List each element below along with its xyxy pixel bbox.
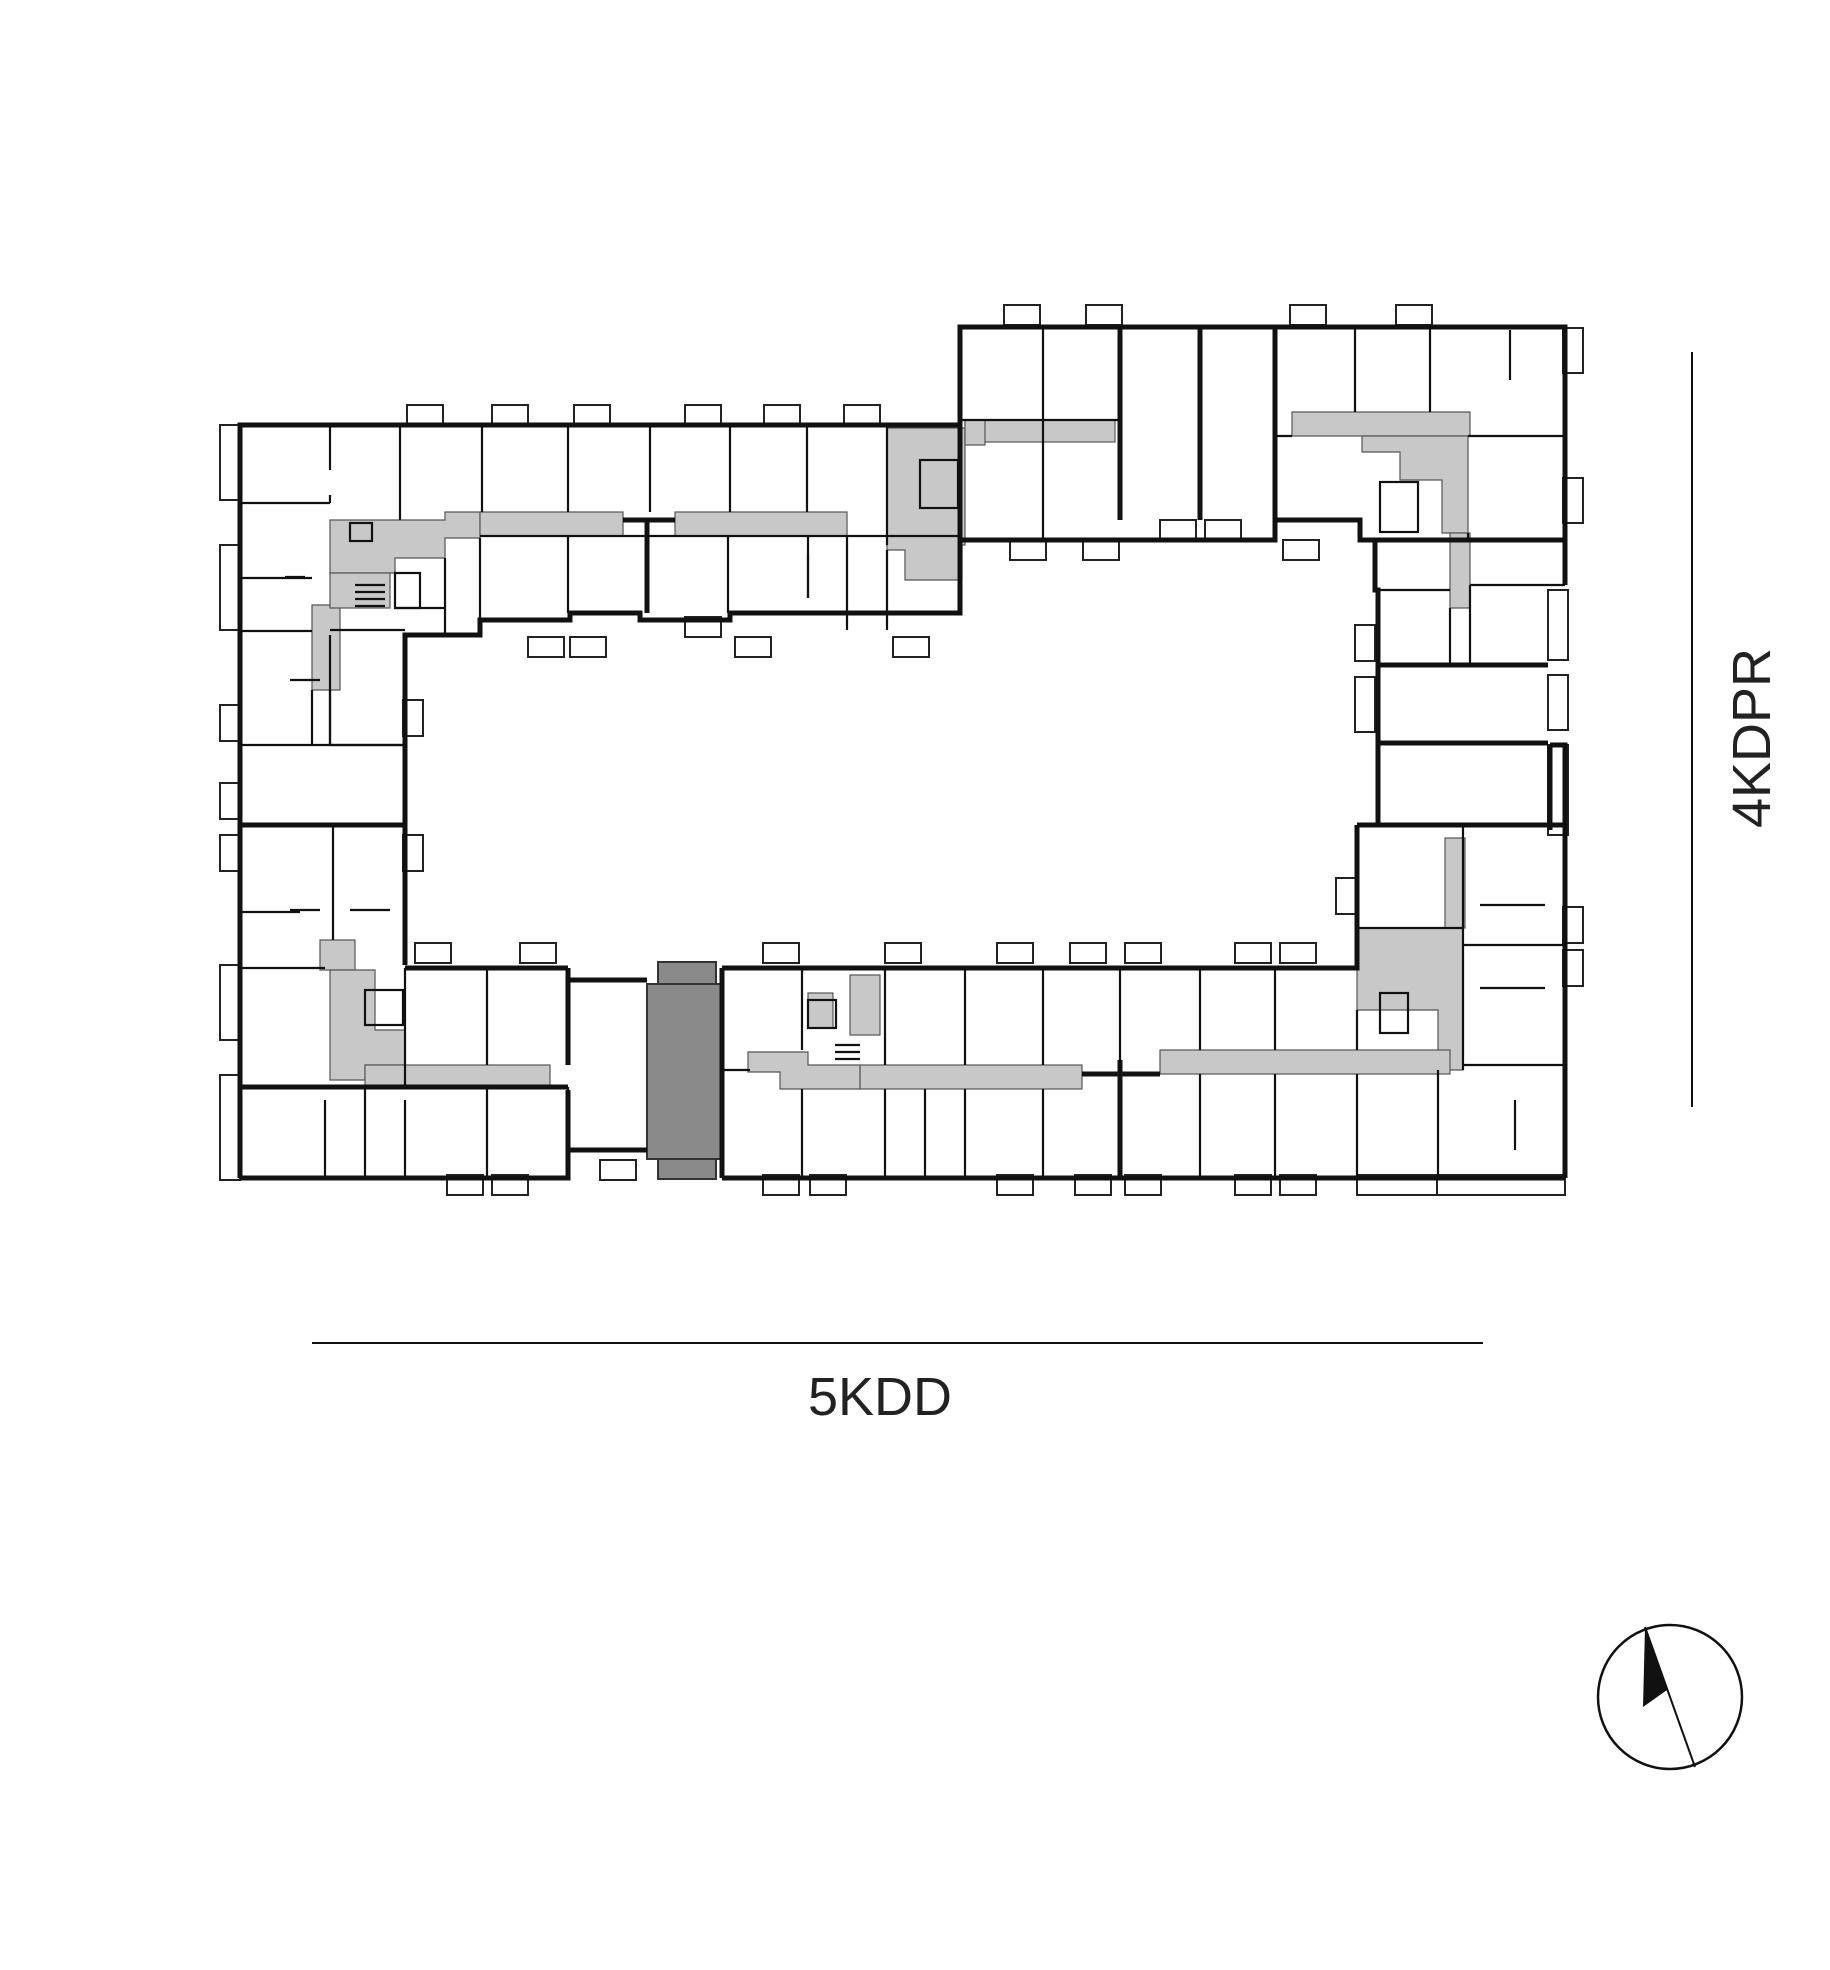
width-label: 5KDD [808,1367,952,1427]
connecting-bridge [646,961,723,1180]
interior-walls [240,327,1565,1178]
dimension-width: 5KDD [312,1342,1483,1427]
north-arrow-icon [1596,1623,1744,1771]
dimension-depth: 4KDPR [1691,352,1782,1107]
stair-hatching [348,458,1420,1061]
circulation-cores [311,411,1471,1090]
depth-label: 4KDPR [1722,648,1782,828]
